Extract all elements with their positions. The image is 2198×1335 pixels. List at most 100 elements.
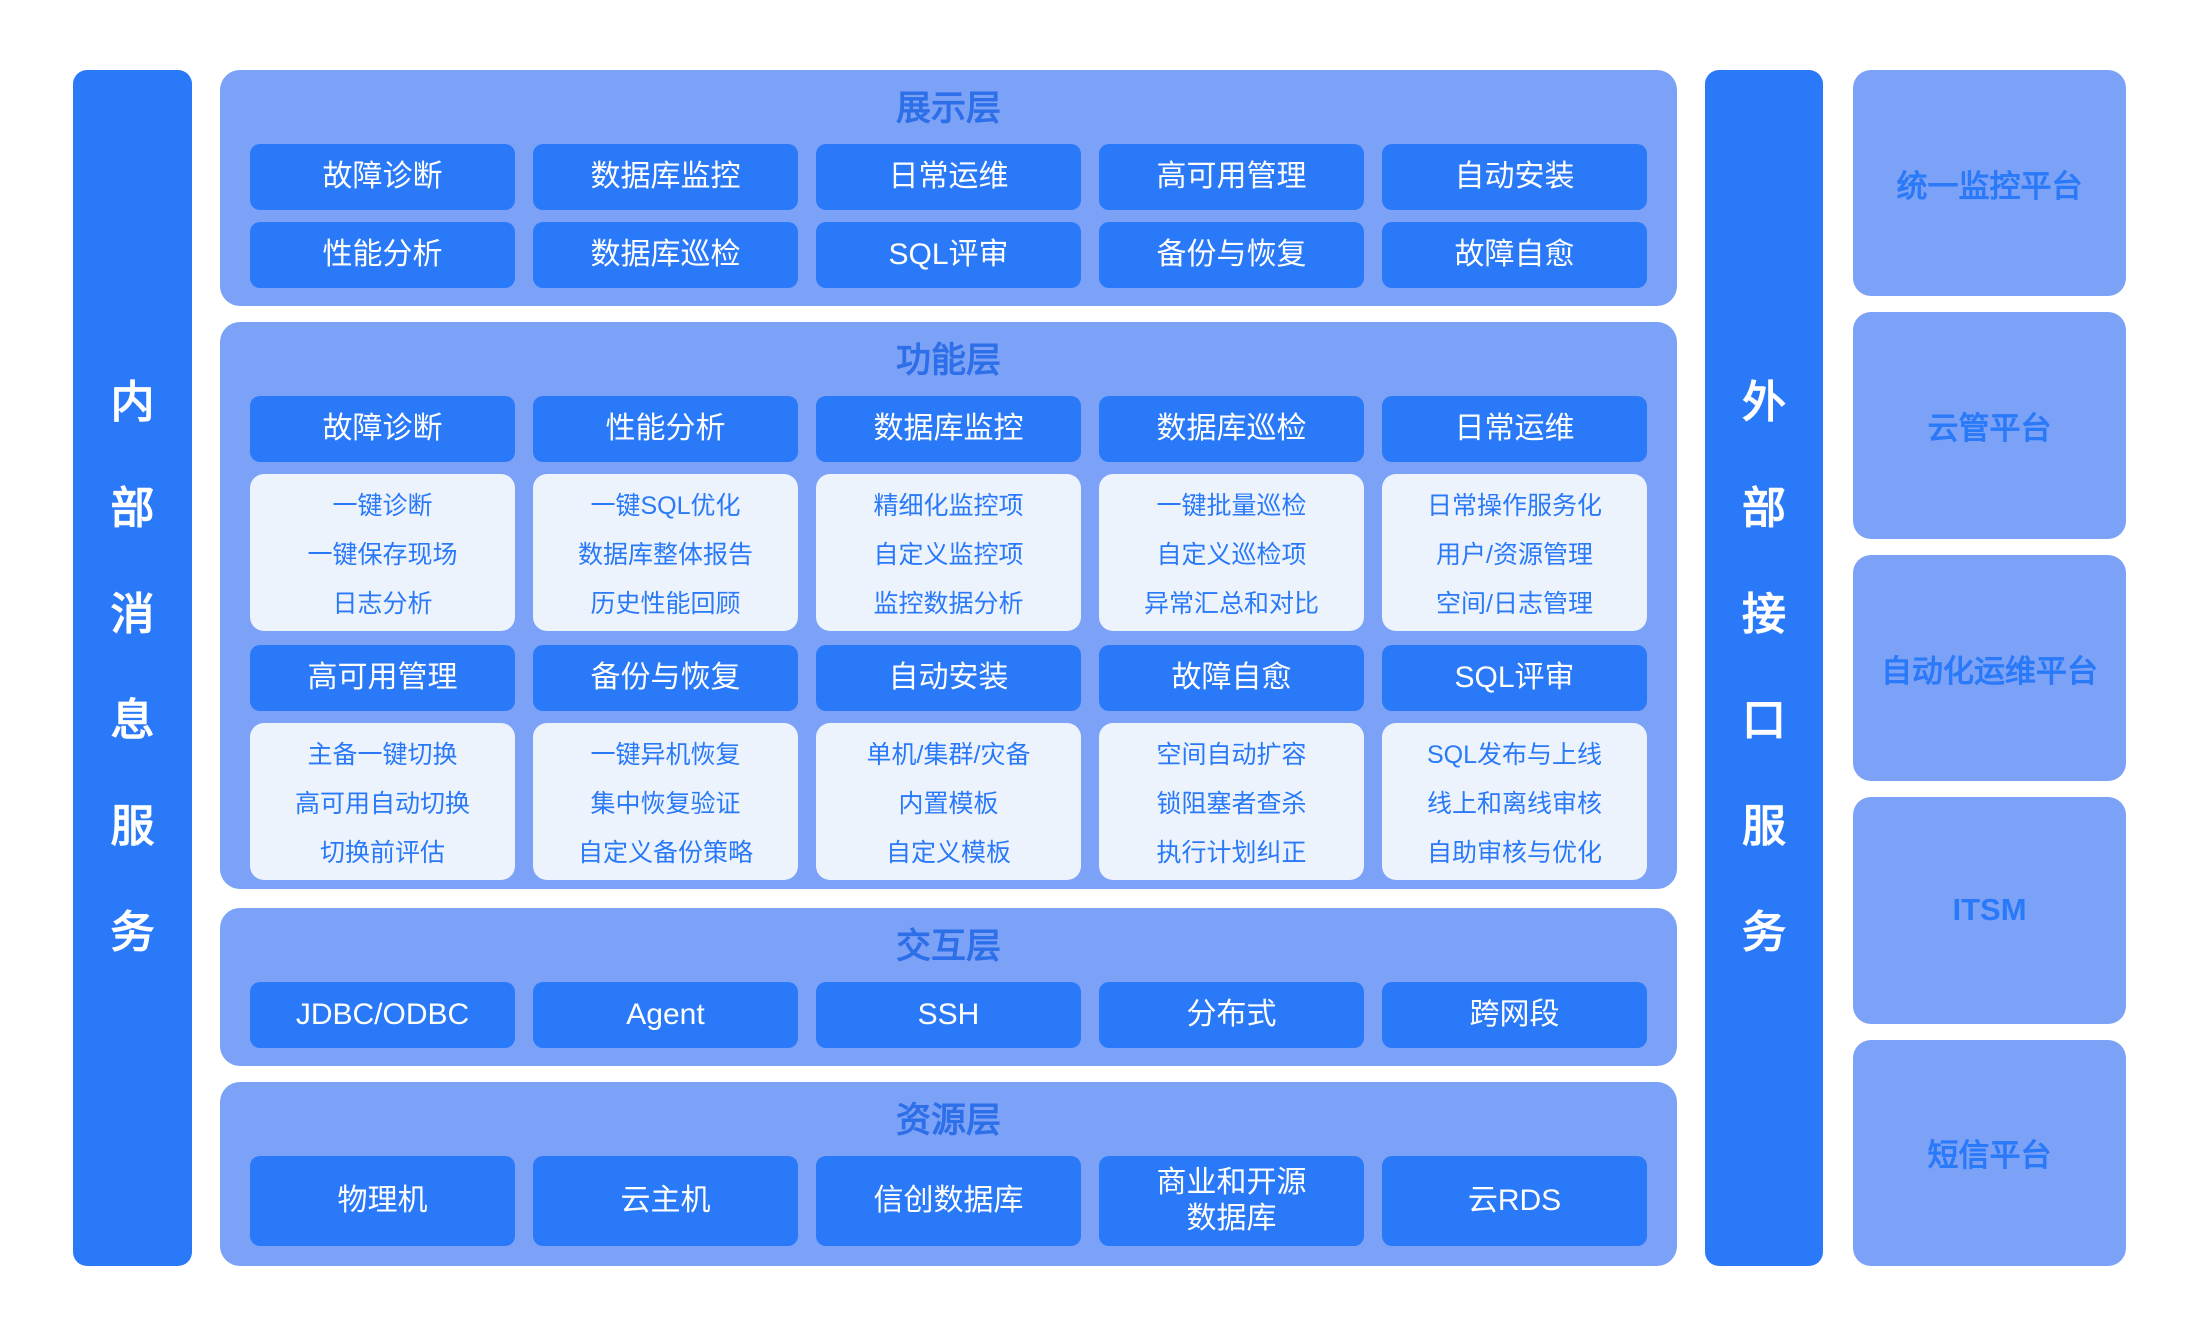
function-header-row-2: 高可用管理 备份与恢复 自动安装 故障自愈 SQL评审 xyxy=(250,645,1647,711)
feature-detail-line: 日志分析 xyxy=(332,589,433,618)
chip-line: 商业和开源 xyxy=(1156,1166,1307,1199)
feature-detail-card: 一键诊断 一键保存现场 日志分析 xyxy=(250,474,515,631)
vertical-bar-char: 口 xyxy=(1742,696,1786,745)
function-detail-row-1: 一键诊断 一键保存现场 日志分析 一键SQL优化 数据库整体报告 历史性能回顾 … xyxy=(250,474,1647,631)
feature-detail-card: 一键批量巡检 自定义巡检项 异常汇总和对比 xyxy=(1099,474,1364,631)
internal-message-service-bar: 内 部 消 息 服 务 xyxy=(73,70,192,1266)
capability-chip: 性能分析 xyxy=(250,222,515,288)
capability-chip: 自动安装 xyxy=(816,645,1081,711)
capability-chip: 数据库监控 xyxy=(816,396,1081,462)
capability-chip: 日常运维 xyxy=(1382,396,1647,462)
layer-title: 交互层 xyxy=(895,927,1001,966)
vertical-bar-char: 务 xyxy=(110,908,155,957)
feature-detail-line: 一键SQL优化 xyxy=(590,491,741,520)
presentation-layer-panel: 展示层 故障诊断 数据库监控 日常运维 高可用管理 自动安装 性能分析 数据库巡… xyxy=(220,70,1677,306)
chip-line: 数据库 xyxy=(1186,1202,1277,1235)
feature-detail-line: 自定义监控项 xyxy=(873,540,1024,569)
chip-line: 信创数据库 xyxy=(873,1184,1024,1217)
capability-chip: 故障自愈 xyxy=(1382,222,1647,288)
vertical-bar-char: 外 xyxy=(1742,378,1786,427)
feature-detail-line: 监控数据分析 xyxy=(873,589,1024,618)
feature-detail-line: 锁阻塞者查杀 xyxy=(1156,789,1307,818)
capability-chip: 故障自愈 xyxy=(1099,645,1364,711)
vertical-bar-char: 部 xyxy=(110,484,155,533)
vertical-bar-char: 息 xyxy=(110,696,155,745)
feature-detail-line: 一键保存现场 xyxy=(307,540,458,569)
feature-detail-line: 自助审核与优化 xyxy=(1426,838,1602,867)
capability-chip: 数据库巡检 xyxy=(1099,396,1364,462)
external-platform-card: ITSM xyxy=(1853,797,2126,1024)
feature-detail-card: 空间自动扩容 锁阻塞者查杀 执行计划纠正 xyxy=(1099,723,1364,880)
feature-detail-line: 历史性能回顾 xyxy=(590,589,741,618)
feature-detail-card: 一键SQL优化 数据库整体报告 历史性能回顾 xyxy=(533,474,798,631)
layers-stack: 展示层 故障诊断 数据库监控 日常运维 高可用管理 自动安装 性能分析 数据库巡… xyxy=(220,70,1677,1266)
feature-detail-line: 空间/日志管理 xyxy=(1436,589,1593,618)
feature-detail-card: SQL发布与上线 线上和离线审核 自助审核与优化 xyxy=(1382,723,1647,880)
feature-detail-line: 主备一键切换 xyxy=(307,740,458,769)
capability-chip: Agent xyxy=(533,982,798,1048)
external-platform-card: 云管平台 xyxy=(1853,312,2126,539)
feature-detail-line: 集中恢复验证 xyxy=(590,789,741,818)
feature-detail-line: 用户/资源管理 xyxy=(1436,540,1593,569)
feature-detail-line: 单机/集群/灾备 xyxy=(866,740,1031,769)
capability-chip: 故障诊断 xyxy=(250,144,515,210)
external-interface-service-bar: 外 部 接 口 服 务 xyxy=(1705,70,1823,1266)
capability-chip: 备份与恢复 xyxy=(533,645,798,711)
feature-detail-line: 空间自动扩容 xyxy=(1156,740,1307,769)
feature-detail-line: 异常汇总和对比 xyxy=(1143,589,1319,618)
capability-chip: 数据库巡检 xyxy=(533,222,798,288)
vertical-bar-char: 服 xyxy=(1742,802,1786,851)
vertical-bar-char: 务 xyxy=(1742,908,1786,957)
feature-detail-line: 自定义模板 xyxy=(885,838,1011,867)
feature-detail-line: 数据库整体报告 xyxy=(577,540,753,569)
capability-chip: 跨网段 xyxy=(1382,982,1647,1048)
capability-chip: SQL评审 xyxy=(1382,645,1647,711)
vertical-bar-char: 服 xyxy=(110,802,155,851)
capability-chip: 故障诊断 xyxy=(250,396,515,462)
feature-detail-line: 高可用自动切换 xyxy=(294,789,470,818)
external-platform-card: 短信平台 xyxy=(1853,1039,2126,1267)
chip-line: 云主机 xyxy=(620,1184,711,1217)
capability-chip: 高可用管理 xyxy=(250,645,515,711)
feature-detail-line: 自定义备份策略 xyxy=(577,838,753,867)
feature-detail-line: 自定义巡检项 xyxy=(1156,540,1307,569)
vertical-bar-char: 接 xyxy=(1742,590,1786,639)
capability-chip: 分布式 xyxy=(1099,982,1364,1048)
vertical-bar-char: 内 xyxy=(110,378,155,427)
external-platforms-column: 统一监控平台 云管平台 自动化运维平台 ITSM 短信平台 xyxy=(1853,70,2126,1267)
function-detail-row-2: 主备一键切换 高可用自动切换 切换前评估 一键异机恢复 集中恢复验证 自定义备份… xyxy=(250,723,1647,880)
feature-detail-card: 一键异机恢复 集中恢复验证 自定义备份策略 xyxy=(533,723,798,880)
external-platform-card: 统一监控平台 xyxy=(1853,70,2126,297)
feature-detail-card: 日常操作服务化 用户/资源管理 空间/日志管理 xyxy=(1382,474,1647,631)
capability-chip: 性能分析 xyxy=(533,396,798,462)
interaction-layer-panel: 交互层 JDBC/ODBC Agent SSH 分布式 跨网段 xyxy=(220,908,1677,1066)
vertical-bar-char: 部 xyxy=(1742,484,1786,533)
capability-chip: 高可用管理 xyxy=(1099,144,1364,210)
feature-detail-line: 内置模板 xyxy=(898,789,999,818)
function-header-row-1: 故障诊断 性能分析 数据库监控 数据库巡检 日常运维 xyxy=(250,396,1647,462)
feature-detail-line: 日常操作服务化 xyxy=(1426,491,1602,520)
presentation-row-1: 故障诊断 数据库监控 日常运维 高可用管理 自动安装 xyxy=(250,144,1647,210)
capability-chip: 云主机 xyxy=(533,1156,798,1246)
feature-detail-card: 主备一键切换 高可用自动切换 切换前评估 xyxy=(250,723,515,880)
layer-title: 资源层 xyxy=(895,1101,1001,1140)
feature-detail-line: 线上和离线审核 xyxy=(1426,789,1602,818)
feature-detail-line: 执行计划纠正 xyxy=(1156,838,1307,867)
feature-detail-line: 切换前评估 xyxy=(319,838,445,867)
resource-layer-panel: 资源层 物理机 云主机 信创数据库 商业和开源 数据库 xyxy=(220,1082,1677,1266)
capability-chip: 商业和开源 数据库 xyxy=(1099,1156,1364,1246)
capability-chip: 自动安装 xyxy=(1382,144,1647,210)
capability-chip: SQL评审 xyxy=(816,222,1081,288)
capability-chip: 日常运维 xyxy=(816,144,1081,210)
layer-title: 展示层 xyxy=(895,89,1001,128)
capability-chip: 云RDS xyxy=(1382,1156,1647,1246)
capability-chip: SSH xyxy=(816,982,1081,1048)
chip-line: 物理机 xyxy=(337,1184,428,1217)
feature-detail-line: 一键异机恢复 xyxy=(590,740,741,769)
external-platform-card: 自动化运维平台 xyxy=(1853,554,2126,782)
presentation-row-2: 性能分析 数据库巡检 SQL评审 备份与恢复 故障自愈 xyxy=(250,222,1647,288)
chip-line: 云RDS xyxy=(1467,1184,1562,1217)
feature-detail-card: 单机/集群/灾备 内置模板 自定义模板 xyxy=(816,723,1081,880)
function-layer-panel: 功能层 故障诊断 性能分析 数据库监控 数据库巡检 日常运维 一键诊断 一键保存… xyxy=(220,322,1677,889)
